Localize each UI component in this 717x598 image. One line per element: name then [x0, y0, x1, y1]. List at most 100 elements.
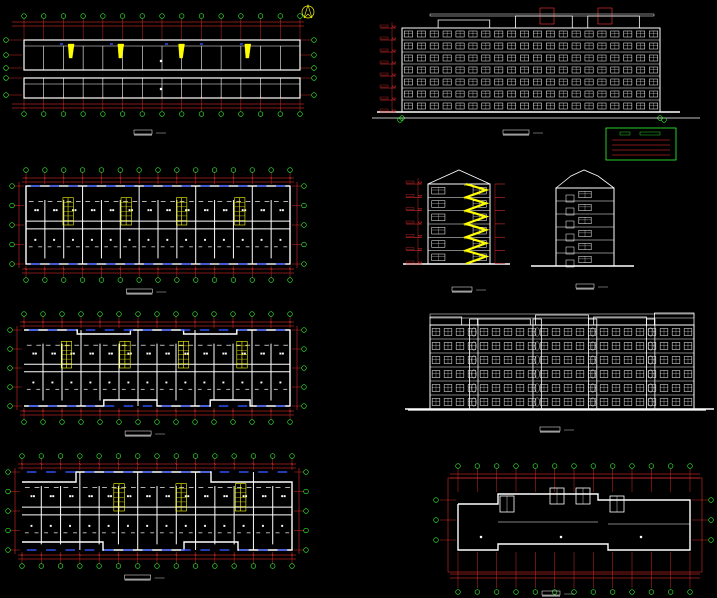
window: [623, 42, 633, 50]
window: [520, 90, 529, 98]
axis-bubble-right: [708, 537, 714, 543]
window: [571, 78, 581, 86]
window: [479, 384, 489, 392]
axis-bubble-top: [59, 311, 65, 317]
window: [659, 342, 669, 350]
axis-bubble-right: [303, 508, 309, 514]
stair: [119, 341, 131, 369]
room-label: [281, 524, 284, 527]
window: [623, 102, 633, 110]
window: [623, 66, 633, 74]
window: [431, 240, 446, 248]
window: [515, 342, 525, 350]
window: [545, 66, 555, 74]
window: [527, 342, 537, 350]
level-text: [379, 60, 389, 64]
axis-bubble-top: [159, 13, 165, 19]
window: [599, 342, 609, 350]
axis-bubble-top: [42, 167, 48, 173]
window: [479, 398, 489, 406]
window: [671, 384, 681, 392]
window: [527, 328, 537, 336]
room-label: [32, 352, 35, 355]
window: [404, 30, 413, 38]
window: [431, 398, 441, 406]
room-label: [559, 535, 563, 539]
window: [683, 356, 693, 364]
room-label: [222, 381, 225, 384]
window: [649, 42, 658, 50]
exterior-wall: [25, 185, 291, 265]
window: [584, 102, 594, 110]
axis-bubble-left: [7, 346, 13, 352]
window: [578, 256, 592, 263]
plan-top: [3, 13, 317, 136]
room-label: [146, 352, 149, 355]
window: [416, 78, 426, 86]
window: [515, 356, 525, 364]
roof-hatch-stair: [178, 43, 185, 59]
axis-bubble-left: [5, 488, 11, 495]
window: [610, 30, 620, 38]
room-label: [187, 209, 190, 212]
axis-bubble-bottom: [287, 277, 293, 283]
axis-bubble-bottom: [97, 419, 103, 425]
axis-bubble-right: [311, 92, 317, 98]
room-label: [242, 495, 245, 498]
axis-bubble-bottom: [532, 589, 538, 595]
axis-bubble-top: [19, 453, 25, 459]
window: [494, 102, 504, 110]
roof-hatch-stair: [117, 43, 125, 59]
axis-bubble-top: [297, 13, 303, 19]
window: [584, 78, 594, 86]
level-triangle: [391, 25, 397, 29]
level-text: [405, 220, 415, 224]
axis-bubble-bottom: [297, 111, 303, 117]
axis-bubble-top: [268, 167, 274, 173]
axis-bubble-bottom: [21, 419, 27, 425]
window: [545, 30, 555, 38]
room-label: [148, 352, 151, 355]
window: [636, 54, 646, 62]
axis-bubble-top: [230, 167, 237, 173]
drawing-title: [124, 574, 165, 581]
drawing-title: [133, 129, 166, 136]
axis-bubble-top: [154, 311, 160, 317]
room-label: [109, 209, 112, 212]
axis-bubble-bottom: [96, 563, 102, 569]
window: [623, 398, 633, 406]
window: [571, 42, 581, 50]
axis-bubble-left: [433, 497, 439, 503]
room-label: [126, 495, 129, 498]
level-text: [405, 260, 415, 264]
window: [683, 342, 693, 350]
window: [558, 42, 568, 50]
window: [584, 66, 594, 74]
axis-bubble-top: [23, 167, 29, 173]
axis-bubble-top: [179, 13, 185, 19]
window: [481, 78, 491, 86]
axis-bubble-top: [270, 453, 276, 459]
axis-bubble-bottom: [42, 277, 48, 283]
exterior-wall: [457, 493, 691, 551]
axis-bubble-right: [301, 403, 307, 409]
axis-bubble-top: [97, 311, 103, 317]
room-label: [187, 495, 190, 498]
axis-bubble-bottom: [117, 277, 123, 283]
window: [563, 370, 573, 378]
north-arrow-icon: [301, 3, 315, 19]
room-label: [241, 238, 244, 241]
ground-plan: [433, 463, 714, 597]
window: [503, 328, 513, 336]
room-label: [186, 352, 189, 355]
axis-bubble-top: [117, 167, 123, 173]
window: [683, 370, 693, 378]
window: [551, 398, 561, 406]
axis-bubble-top: [198, 13, 205, 19]
axis-bubble-bottom: [249, 419, 255, 425]
roof-hatch-stair: [67, 43, 75, 59]
window: [611, 398, 621, 406]
axis-bubble-right: [708, 517, 714, 523]
